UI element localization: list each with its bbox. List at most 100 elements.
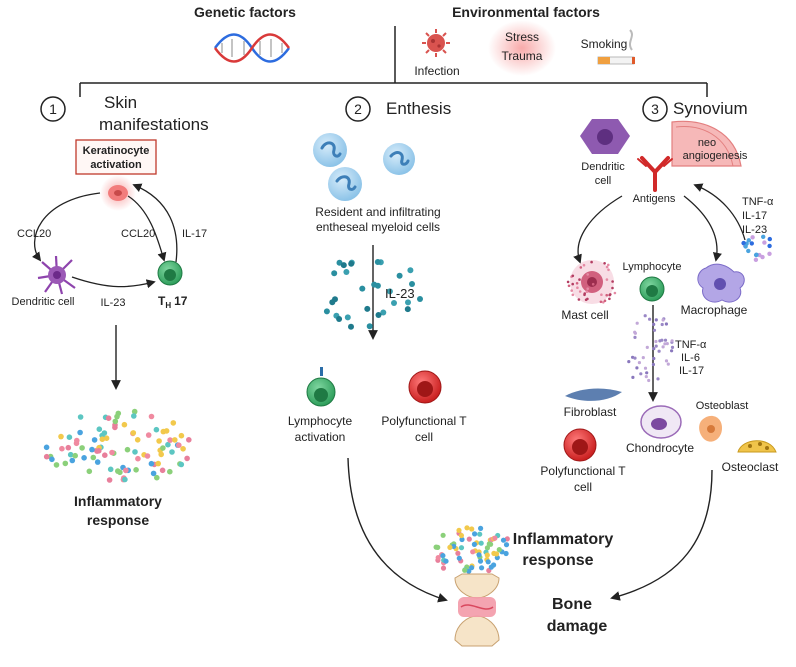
synovium-polyfunctional-t-cell-icon [563,428,597,462]
cytokine-dot [409,281,415,287]
keratinocyte-label-line2: activation [90,159,142,171]
cytokine-dot [123,467,129,474]
cytokine-dot [464,525,470,531]
cytokine-dot [664,322,669,326]
cytokine-dot [156,438,162,444]
synovium-dendritic-line1: Dendritic [581,161,625,173]
cytokine-dot [115,410,122,417]
cytokine-dot [43,453,50,460]
cytokine-top-line2: IL-17 [742,210,767,222]
cytokine-dot [348,260,355,267]
cytokine-dot [633,335,637,339]
cytokine-dot [496,547,502,553]
cytokine-dot [575,282,579,285]
lymphocyte-activation-line2: activation [295,430,346,444]
trauma-label: Trauma [502,49,543,63]
cytokine-dot [753,252,759,258]
synovium-arrows [573,183,746,264]
cytokine-dot [67,451,74,458]
cytokine-dot [112,418,119,425]
cytokine-dot [364,305,371,312]
cytokine-dot [746,248,751,254]
cytokine-dot [144,453,151,459]
synovium-polyfunctional-line1: Polyfunctional T [540,464,626,478]
enthesis-to-bone-arrow [347,457,448,603]
skin-cycle-arrows [31,183,178,289]
synovium-dendritic-cell-icon [580,119,630,154]
cytokine-dot [455,550,461,556]
cytokine-dot [374,259,381,265]
osteoclast-icon [737,440,777,453]
cytokine-dot [607,268,610,272]
header-connectors [79,75,708,97]
il23-dots [323,259,423,330]
cytokine-dot [366,323,373,330]
macrophage-icon [697,263,745,303]
cytokine-dot [124,446,131,453]
cytokine-dot [600,293,603,297]
bottom-cytokine-dots [433,525,510,574]
synovium-lymphocyte-icon [639,276,665,302]
cytokine-dot [652,356,656,361]
cytokine-dot [132,449,138,455]
cytokine-dot [180,446,186,452]
bottom-response-line1: Inflammatory [513,531,614,548]
synovium-dendritic-line2: cell [595,175,612,187]
panel2-number: 2 [354,101,362,117]
cytokine-dot [471,541,477,548]
cytokine-dot [749,241,754,246]
dendritic-cell-label: Dendritic cell [12,296,75,308]
cytokine-dot [609,293,612,296]
cytokine-dot [115,468,121,474]
cytokine-dot [79,445,85,451]
cytokine-dot [645,371,649,375]
cytokine-dot [639,372,643,376]
cytokine-dot [148,460,155,467]
cytokine-dot [670,349,674,353]
cytokine-dot [633,356,637,360]
polyfunctional-enthesis-line2: cell [415,430,433,444]
cytokine-dot [459,536,465,543]
cytokine-dot [647,378,651,383]
cytokine-dot [605,265,609,269]
osteoblast-icon [699,415,722,442]
cytokine-dot [103,435,110,442]
bone-damage-line1: Bone [552,596,592,613]
cytokine-dot [641,356,645,360]
cytokine-dot [53,462,60,468]
cytokine-dot [767,251,772,256]
cytokine-dot [159,467,166,474]
cytokine-dot [121,421,128,428]
cytokine-dot [145,432,152,438]
genetic-factors-label: Genetic factors [194,4,296,20]
cytokine-dot [603,262,606,265]
cytokine-dot [96,448,102,454]
mast-cell-label: Mast cell [561,308,608,322]
cytokine-dot [186,437,192,443]
cytokine-dot [660,322,664,327]
synovium-to-bone-arrow [610,469,713,601]
cytokine-dot [670,339,674,343]
th17-num: 17 [174,294,188,308]
cytokine-dot [443,558,449,564]
cytokine-dot [456,555,462,561]
cytokine-dot [49,456,55,463]
panel1-number-circle [40,96,66,122]
osteoblast-label: Osteoblast [696,400,749,412]
dna-icon [213,33,291,63]
cytokine-dot [380,309,387,316]
cytokine-dot [651,362,656,367]
cytokine-dot [466,536,472,542]
cytokine-dot [178,432,185,439]
cytokine-dot [486,541,492,547]
cytokine-dot [170,420,177,426]
polyfunctional-enthesis-line1: Polyfunctional T [381,414,467,428]
cytokine-dot [456,527,462,534]
cytokine-dot [586,287,589,291]
cytokine-dot [488,564,494,570]
cytokine-dot [109,449,115,456]
cytokine-dot [645,345,649,349]
cytokine-dot [493,551,500,557]
cytokine-dot [503,550,509,557]
